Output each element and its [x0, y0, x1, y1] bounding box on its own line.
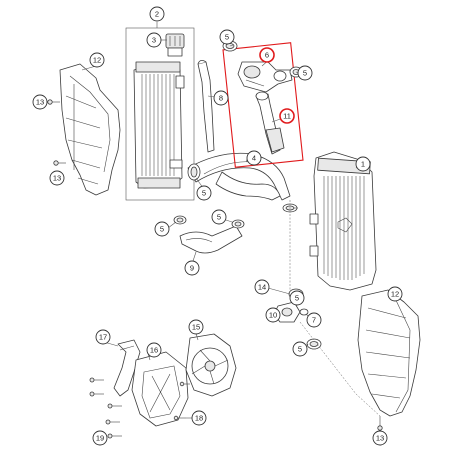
callout-5-mid-right: 5: [211, 209, 227, 225]
svg-text:1: 1: [361, 160, 365, 169]
bracket-screws: [89, 377, 122, 439]
lower-hose-clamp-left: [173, 215, 187, 225]
svg-text:15: 15: [192, 323, 200, 332]
svg-text:5: 5: [202, 189, 206, 198]
callout-5-mid-left: 5: [154, 221, 170, 237]
svg-text:5: 5: [160, 225, 164, 234]
svg-text:7: 7: [312, 316, 316, 325]
svg-text:6: 6: [265, 51, 269, 60]
svg-text:11: 11: [283, 112, 291, 121]
svg-text:12: 12: [93, 56, 101, 65]
svg-text:8: 8: [219, 94, 223, 103]
callout-12-right: 12: [387, 286, 403, 302]
screw-left-lower: [53, 160, 66, 166]
callout-9: 9: [184, 260, 200, 276]
callout-8: 8: [213, 90, 229, 106]
svg-text:2: 2: [155, 10, 159, 19]
callout-13-right: 13: [372, 430, 388, 446]
screw-left-upper: [47, 99, 60, 105]
callout-5-lower: 5: [292, 341, 308, 357]
callout-5-upper-right: 5: [297, 65, 313, 81]
svg-text:13: 13: [36, 98, 44, 107]
callout-18: 18: [191, 410, 207, 426]
right-radiator-shroud: [357, 289, 421, 417]
svg-text:5: 5: [298, 345, 302, 354]
clamp-lower-5: [306, 338, 322, 350]
left-radiator-frame: [125, 27, 195, 201]
callout-11: 11: [279, 108, 295, 124]
callout-19: 19: [92, 430, 108, 446]
svg-text:18: 18: [195, 414, 203, 423]
svg-text:5: 5: [217, 213, 221, 222]
svg-text:10: 10: [269, 311, 277, 320]
lower-hose: [179, 225, 243, 254]
callout-14: 14: [254, 279, 270, 295]
callout-17: 17: [95, 329, 111, 345]
svg-text:17: 17: [99, 333, 107, 342]
svg-text:4: 4: [252, 154, 256, 163]
clamp-7: [299, 308, 309, 316]
hose-clamp-left: [187, 163, 201, 181]
left-radiator-shroud: [59, 63, 121, 196]
callout-10: 10: [265, 307, 281, 323]
callout-6: 6: [259, 47, 275, 63]
svg-text:5: 5: [295, 294, 299, 303]
svg-text:13: 13: [376, 434, 384, 443]
callout-16: 16: [146, 342, 162, 358]
right-radiator: [309, 151, 377, 291]
callout-4: 4: [246, 150, 262, 166]
screw-right-lower: [377, 416, 383, 431]
svg-text:13: 13: [53, 174, 61, 183]
fan-shroud: [131, 351, 189, 427]
callout-group: 2 3 12 5 6 5 8 13 11 4 1 13 5 5 5 9 14 5…: [32, 6, 403, 446]
callout-7: 7: [306, 312, 322, 328]
coolant-pipe: [255, 91, 285, 155]
callout-3: 3: [146, 32, 162, 48]
callout-1: 1: [355, 156, 371, 172]
fan-screws: [173, 381, 190, 421]
callout-13-upper: 13: [32, 94, 48, 110]
callout-13-lower: 13: [49, 170, 65, 186]
svg-text:19: 19: [96, 434, 104, 443]
highlight-frame: [222, 42, 304, 168]
svg-text:14: 14: [258, 283, 266, 292]
thermostat-housing: [237, 61, 293, 93]
callout-2: 2: [149, 6, 165, 22]
svg-text:3: 3: [152, 36, 156, 45]
pump-fitting-10: [273, 301, 301, 323]
svg-text:9: 9: [190, 264, 194, 273]
callout-15: 15: [188, 319, 204, 335]
svg-text:16: 16: [150, 346, 158, 355]
lower-hose-clamp-right: [231, 219, 245, 229]
callout-5-hose-left: 5: [196, 185, 212, 201]
svg-text:5: 5: [225, 33, 229, 42]
overflow-hose: [197, 60, 215, 153]
left-radiator: [133, 61, 185, 189]
assembly-line-lower: [299, 321, 381, 417]
fan-bracket: [113, 339, 141, 397]
callout-5-upper-left: 5: [219, 29, 235, 45]
cooling-fan: [185, 333, 237, 397]
svg-text:12: 12: [391, 290, 399, 299]
callout-5-pump: 5: [289, 290, 305, 306]
radiator-cap: [165, 33, 185, 57]
callout-12-left: 12: [89, 52, 105, 68]
svg-text:5: 5: [303, 69, 307, 78]
